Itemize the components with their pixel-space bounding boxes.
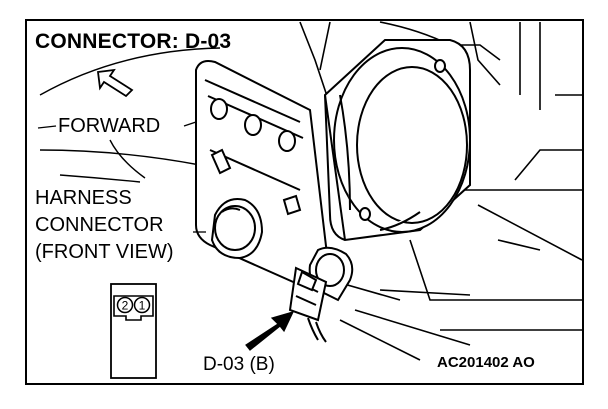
mounting-bracket [195,60,332,290]
connector-front-view-symbol: 2 1 [110,283,157,379]
harness-connector-d03 [288,246,354,343]
figure-frame [25,19,584,385]
harness-label-line: HARNESS [35,187,132,209]
pin-number-1: 1 [139,299,146,313]
pin-2-circle [116,296,134,314]
bracket-knob [210,198,264,260]
actuator-housing [323,39,471,242]
harness-connector-label: HARNESS CONNECTOR (FRONT VIEW) [35,185,174,266]
harness-label-line: (FRONT VIEW) [35,241,174,263]
forward-label: FORWARD [58,115,161,137]
leader-lines [37,121,206,233]
forward-arrow-icon [96,68,134,98]
pin-number-2: 2 [122,299,129,313]
part-label: D-03 (B) [203,354,275,375]
harness-label-line: CONNECTOR [35,214,164,236]
diagram-title: CONNECTOR: D-03 [35,30,232,53]
figure-code: AC201402 AO [437,354,535,371]
pointer-arrow-icon [245,311,295,351]
pin-1-circle [133,296,151,314]
